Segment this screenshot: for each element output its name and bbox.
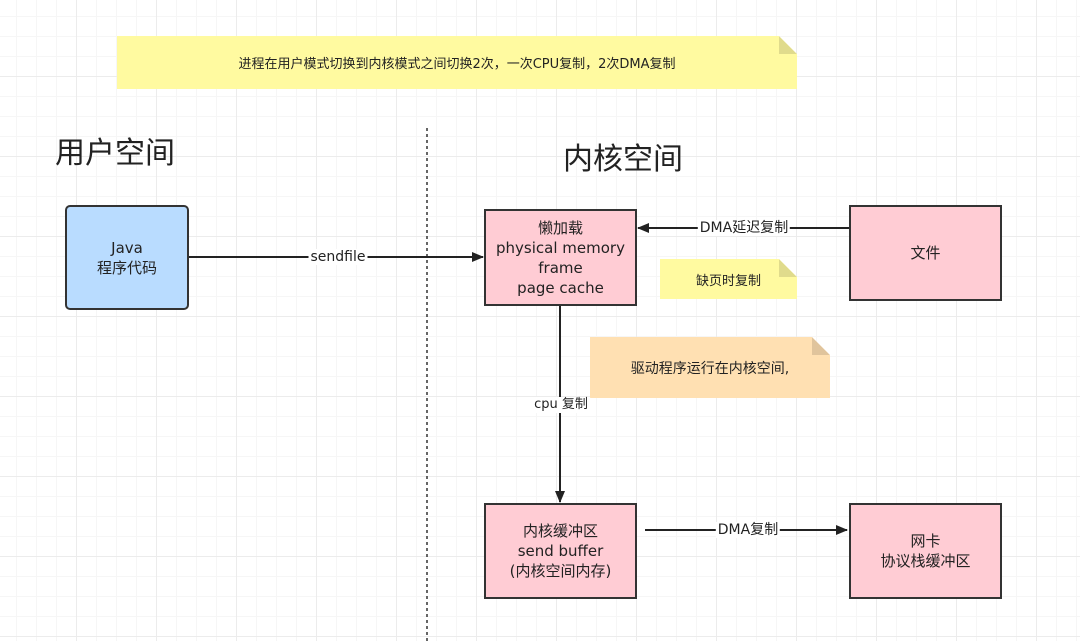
cpu-copy-label: cpu 复制 (532, 397, 590, 413)
top-note-text: 进程在用户模式切换到内核模式之间切换2次，一次CPU复制，2次DMA复制 (238, 57, 676, 72)
nic-node: 网卡 协议栈缓冲区 (849, 503, 1002, 599)
send-buffer-node: 内核缓冲区 send buffer (内核空间内存) (484, 503, 637, 599)
java-node-line: Java (111, 238, 143, 257)
top-note: 进程在用户模式切换到内核模式之间切换2次，一次CPU复制，2次DMA复制 (117, 36, 797, 89)
java-program-node: Java 程序代码 (65, 205, 189, 310)
page-cache-node: 懒加载 physical memory frame page cache (484, 209, 637, 306)
send-buffer-line: (内核空间内存) (509, 562, 612, 580)
page-cache-line: 懒加载 (537, 218, 583, 237)
dma-delayed-label: DMA延迟复制 (697, 220, 791, 236)
user-space-title: 用户空间 (55, 136, 175, 171)
send-buffer-line: 内核缓冲区 (522, 522, 598, 540)
driver-note-text: 驱动程序运行在内核空间, (630, 360, 790, 377)
page-cache-line: physical memory (496, 238, 625, 257)
java-node-line: 程序代码 (96, 258, 157, 277)
page-cache-line: page cache (517, 278, 604, 297)
nic-node-line: 协议栈缓冲区 (880, 552, 971, 570)
sendfile-label: sendfile (308, 249, 368, 265)
driver-note: 驱动程序运行在内核空间, (590, 337, 830, 398)
nic-node-line: 网卡 (910, 532, 941, 550)
dma-copy-label: DMA复制 (715, 522, 781, 538)
page-fault-note: 缺页时复制 (660, 259, 797, 299)
page-cache-line: frame (538, 258, 583, 277)
page-fault-note-text: 缺页时复制 (695, 273, 761, 289)
send-buffer-line: send buffer (517, 542, 604, 560)
file-node-label: 文件 (910, 244, 941, 262)
kernel-space-title: 内核空间 (563, 142, 683, 177)
file-node: 文件 (849, 205, 1002, 301)
